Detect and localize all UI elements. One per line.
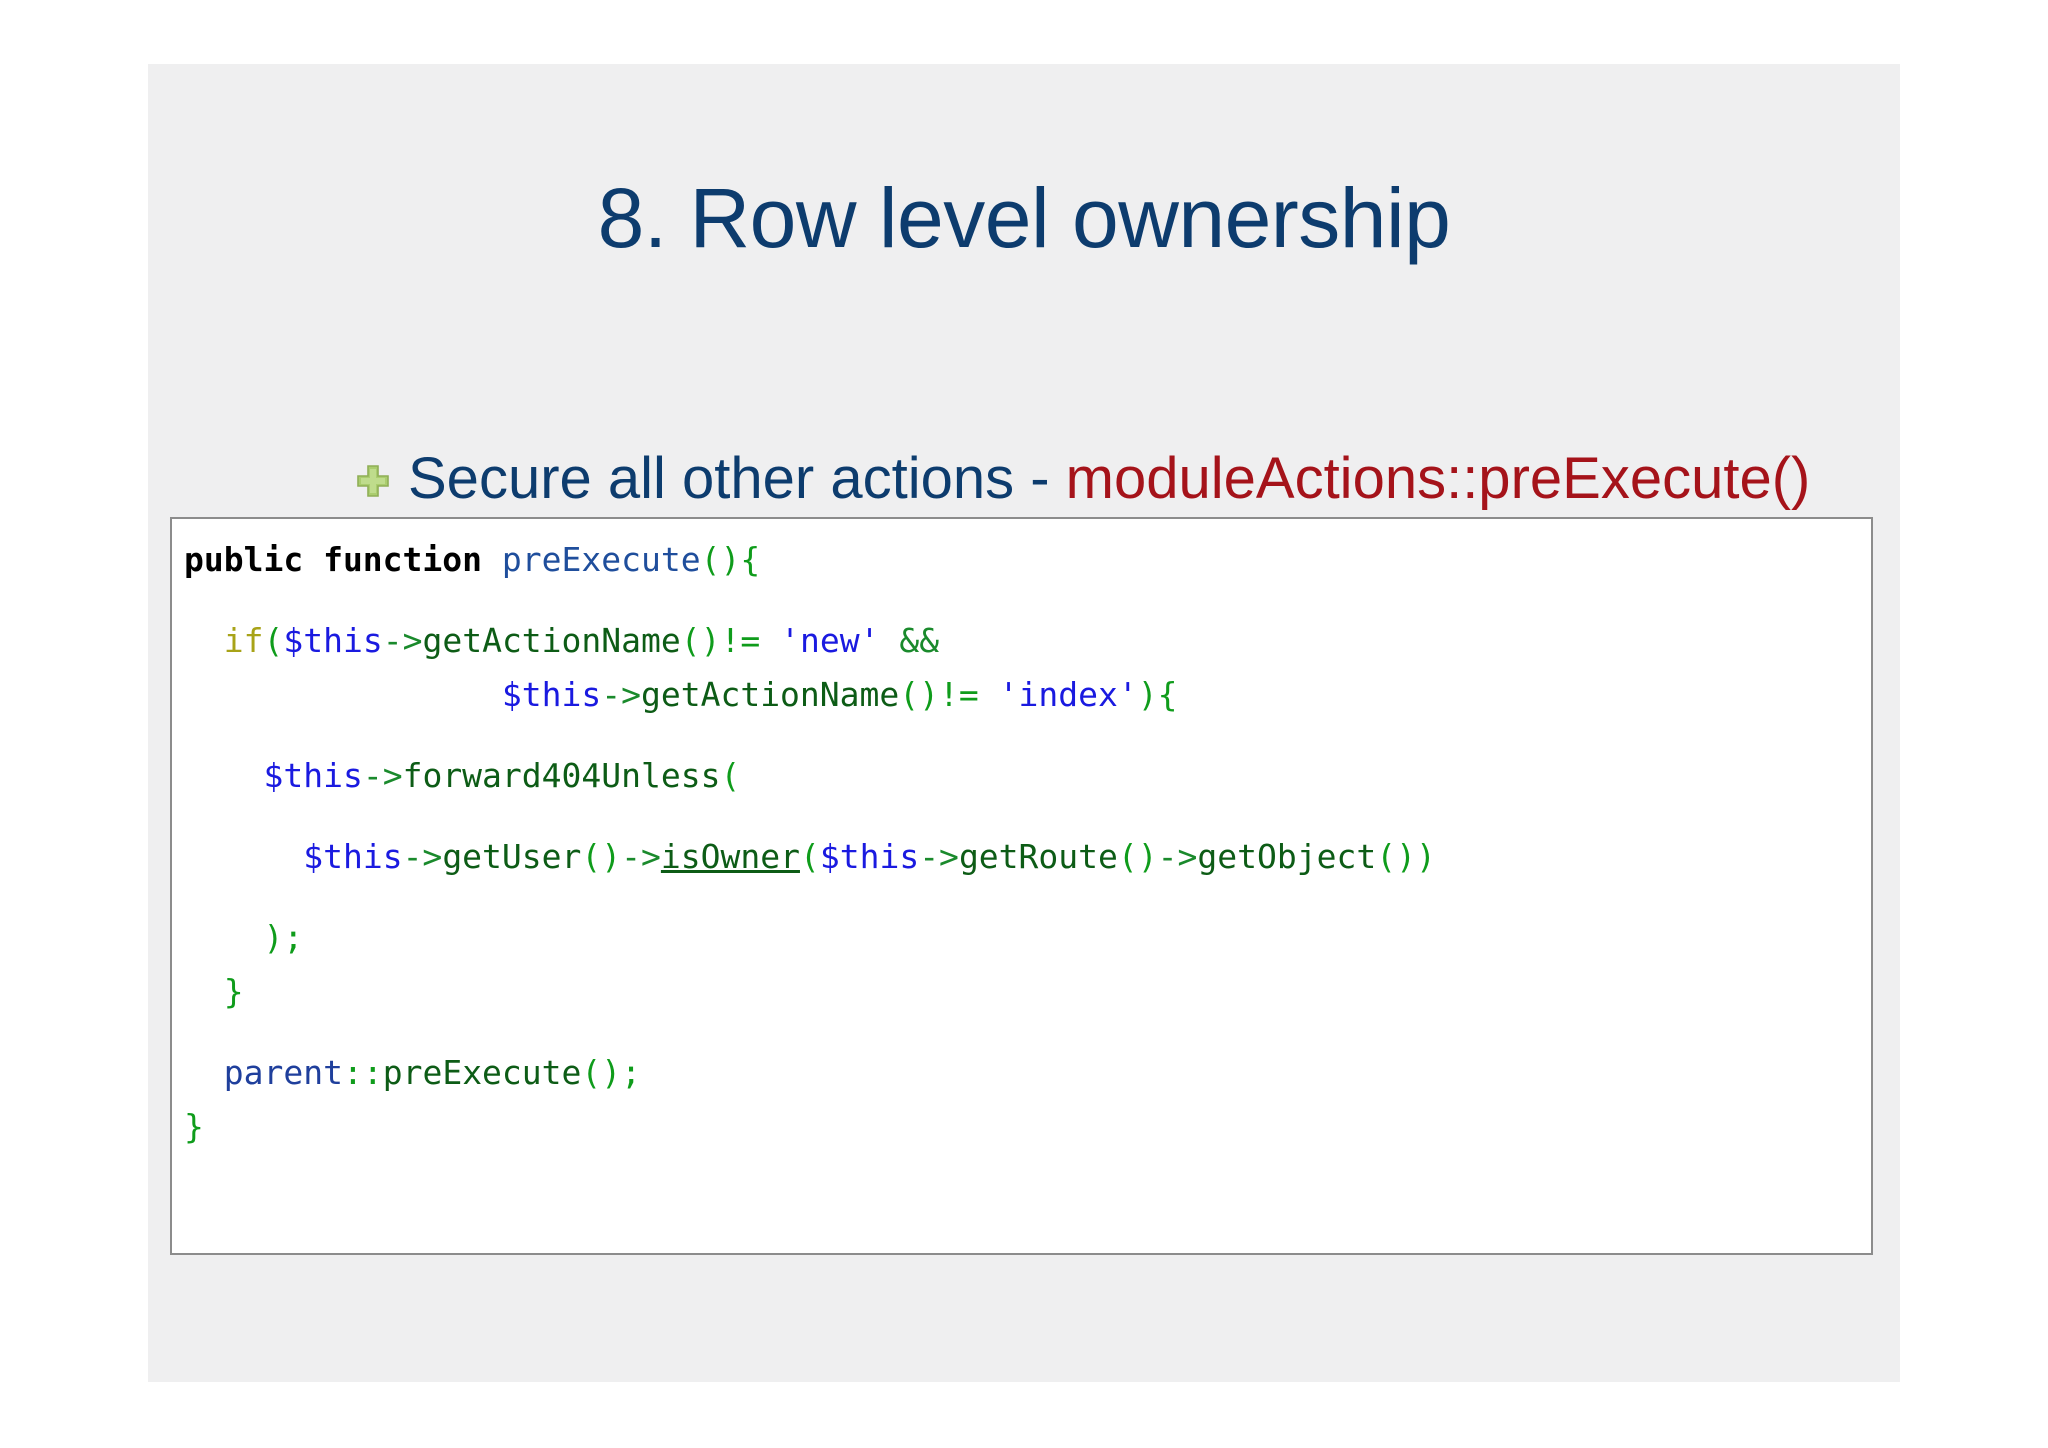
code-content: public function preExecute(){ if($this->… <box>172 519 1871 1154</box>
highlighted-method: isOwner <box>660 837 800 876</box>
page-title: 8. Row level ownership <box>597 171 1451 265</box>
code-blank-5 <box>184 1019 1871 1046</box>
code-line-14: } <box>184 1107 204 1146</box>
bullet-text-accent: moduleActions::preExecute() <box>1065 446 1811 511</box>
code-blank-2 <box>184 722 1871 749</box>
code-line-13: parent::preExecute(); <box>223 1053 642 1092</box>
bullet-item: Secure all other actions - moduleActions… <box>356 446 1811 511</box>
slide-canvas: 8. Row level ownership Secure all other … <box>148 64 1900 1382</box>
code-blank-3 <box>184 803 1871 830</box>
code-line-11: } <box>223 972 244 1011</box>
bullet-text: Secure all other actions - moduleActions… <box>408 446 1811 511</box>
bullet-text-plain: Secure all other actions - <box>408 446 1066 511</box>
code-block: public function preExecute(){ if($this->… <box>170 517 1873 1255</box>
code-line-8: $this->getUser()->isOwner($this->getRout… <box>303 837 1436 876</box>
code-line-10: ); <box>263 918 304 957</box>
code-line-3: if($this->getActionName()!= 'new' && <box>223 621 940 660</box>
code-blank-4 <box>184 884 1871 911</box>
code-blank-1 <box>184 587 1871 614</box>
code-line-4: $this->getActionName()!= 'index'){ <box>501 675 1178 714</box>
green-cross-bullet-icon <box>356 464 390 498</box>
code-line-6: $this->forward404Unless( <box>263 756 741 795</box>
code-line-1: public function preExecute(){ <box>184 540 761 579</box>
